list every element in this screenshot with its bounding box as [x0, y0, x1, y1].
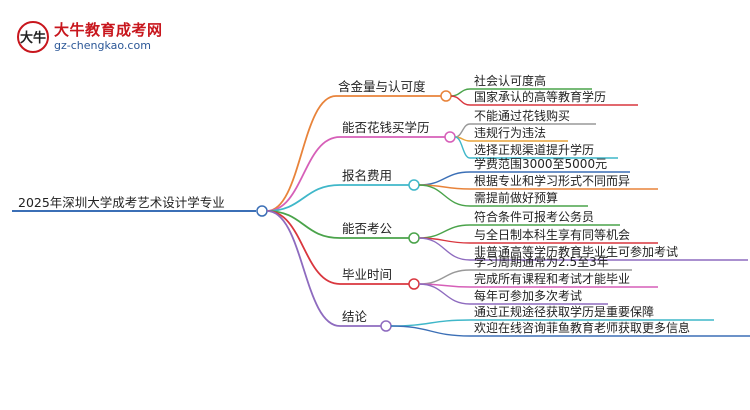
branch-label[interactable]: 结论 — [342, 309, 368, 324]
branch-connector — [266, 210, 341, 285]
logo-url[interactable]: gz-chengkao.com — [54, 39, 151, 52]
leaf-connector — [390, 319, 471, 327]
leaf-connector — [418, 171, 471, 186]
leaf-label[interactable]: 每年可参加多次考试 — [474, 288, 582, 303]
leaf-connector — [454, 123, 471, 138]
leaf-label[interactable]: 选择正规渠道提升学历 — [474, 142, 594, 157]
leaf-connector — [454, 136, 471, 159]
leaf-label[interactable]: 社会认可度高 — [474, 73, 546, 88]
leaf-connector — [390, 325, 471, 337]
branch-node-dot — [408, 232, 420, 244]
leaf-label[interactable]: 国家承认的高等教育学历 — [474, 89, 606, 104]
leaf-connector — [450, 88, 471, 97]
leaf-connector — [418, 237, 471, 261]
leaf-label[interactable]: 与全日制本科生享有同等机会 — [474, 227, 630, 242]
branch-node-dot — [380, 320, 392, 332]
site-logo[interactable]: 大牛 大牛教育成考网 gz-chengkao.com — [14, 16, 164, 58]
branch-label[interactable]: 毕业时间 — [342, 267, 392, 282]
branch-label[interactable]: 能否花钱买学历 — [342, 120, 430, 135]
branch-label[interactable]: 能否考公 — [342, 221, 393, 236]
leaf-connector — [418, 269, 471, 285]
root-node-dot — [256, 205, 268, 217]
branch-connector — [266, 184, 341, 212]
leaf-connector — [418, 224, 471, 239]
branch-label[interactable]: 含金量与认可度 — [338, 79, 426, 94]
branch-connector — [266, 136, 341, 212]
leaf-label[interactable]: 学习周期通常为2.5至3年 — [474, 254, 609, 269]
branch-node-dot — [444, 131, 456, 143]
branch-node-dot — [440, 90, 452, 102]
leaf-label[interactable]: 需提前做好预算 — [474, 190, 558, 205]
leaf-label[interactable]: 欢迎在线咨询菲鱼教育老师获取更多信息 — [474, 320, 690, 335]
logo-mark-text: 大牛 — [20, 30, 46, 46]
leaf-label[interactable]: 非普通高等学历教育毕业生可参加考试 — [474, 244, 678, 259]
leaf-connector — [450, 95, 471, 106]
branch-node-dot — [408, 278, 420, 290]
leaf-label[interactable]: 不能通过花钱购买 — [474, 108, 570, 123]
logo-mark-icon: 大牛 — [17, 21, 49, 53]
branch-connector — [266, 95, 337, 212]
branch-connector — [266, 210, 341, 327]
leaf-connector — [418, 283, 471, 305]
root-topic-label[interactable]: 2025年深圳大学成考艺术设计学专业 — [18, 195, 225, 210]
branch-connector — [266, 210, 341, 239]
leaf-label[interactable]: 违规行为违法 — [474, 125, 546, 140]
logo-title: 大牛教育成考网 — [54, 21, 163, 39]
leaf-label[interactable]: 通过正规途径获取学历是重要保障 — [474, 304, 654, 319]
leaf-label[interactable]: 完成所有课程和考试才能毕业 — [474, 271, 630, 286]
leaf-connector — [418, 184, 471, 207]
leaf-label[interactable]: 符合条件可报考公务员 — [474, 209, 594, 224]
branch-node-dot — [408, 179, 420, 191]
leaf-label[interactable]: 学费范围3000至5000元 — [474, 156, 607, 171]
leaf-label[interactable]: 根据专业和学习形式不同而异 — [474, 173, 630, 188]
branch-label[interactable]: 报名费用 — [342, 168, 392, 183]
